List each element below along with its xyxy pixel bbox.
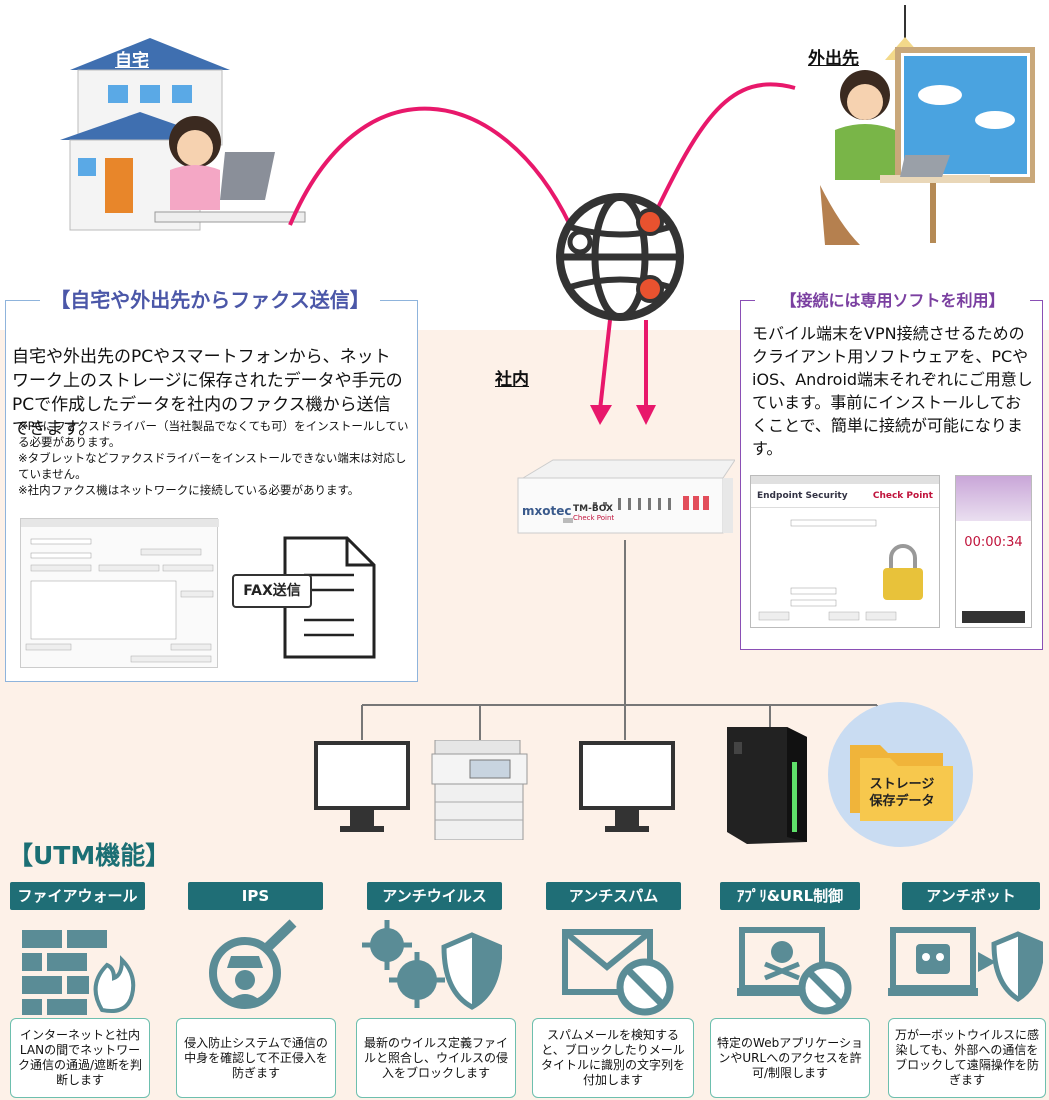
- connection-lines: [288, 82, 796, 425]
- device-sub: Check Point: [573, 514, 615, 522]
- feature-firewall-title: ファイアウォール: [10, 882, 145, 910]
- mobile-vpn-screenshot: 00:00:34: [955, 475, 1032, 628]
- utm-title: 【UTM機能】: [8, 841, 171, 870]
- endpoint-app-title: Endpoint Security: [757, 490, 848, 501]
- fax-dialog-screenshot: [20, 518, 219, 668]
- feature-app-url-desc: 特定のWebアプリケーションやURLへのアクセスを許可/制限します: [710, 1018, 870, 1098]
- document-icon: [282, 535, 377, 660]
- monitor-icon: [312, 740, 412, 840]
- feature-antispam-title: アンチスパム: [546, 882, 681, 910]
- endpoint-security-screenshot: Endpoint Security Check Point: [750, 475, 940, 628]
- fax-note-3: ※社内ファクス機はネットワークに接続している必要があります。: [18, 483, 360, 497]
- fax-note-1: ※PCにファクスドライバー（当社製品でなくても可）をインストールしている必要があ…: [18, 419, 409, 449]
- fax-note-2: ※タブレットなどファクスドライバーをインストールできない端末は対応していません。: [18, 451, 407, 481]
- feature-firewall-desc: インターネットと社内LANの間でネットワーク通信の通過/遮断を判断します: [10, 1018, 150, 1098]
- firewall-icon: [22, 925, 137, 1015]
- fax-panel-text: 自宅や外出先のPCやスマートフォンから、ネットワーク上のストレージに保存されたデ…: [12, 347, 403, 439]
- server-icon: [722, 722, 812, 847]
- feature-ips-desc: 侵入防止システムで通信の中身を確認して不正侵入を防ぎます: [176, 1018, 336, 1098]
- feature-antibot-title: アンチボット: [902, 882, 1040, 910]
- fax-notes: ※PCにファクスドライバー（当社製品でなくても可）をインストールしている必要があ…: [18, 418, 413, 498]
- home-label: 自宅: [115, 51, 149, 71]
- checkpoint-brand: Check Point: [872, 490, 933, 501]
- fax-panel-title: 【自宅や外出先からファクス送信】: [40, 286, 380, 314]
- vpn-panel-text: モバイル端末をVPN接続させるためのクライアント用ソフトウェアを、PCやiOS、…: [752, 324, 1033, 458]
- device-brand: mxotec: [522, 504, 572, 518]
- folder-icon: [845, 730, 957, 825]
- internet-globe-icon: [550, 187, 690, 327]
- ips-icon: [205, 918, 300, 1018]
- storage-label: ストレージ 保存データ: [869, 777, 935, 809]
- vpn-timer: 00:00:34: [964, 535, 1023, 550]
- app-url-control-icon: [737, 922, 852, 1017]
- antispam-icon: [560, 922, 675, 1017]
- home-illustration: [60, 30, 310, 240]
- monitor-icon: [577, 740, 677, 840]
- device-model: TM-BOX: [573, 504, 613, 514]
- feature-antibot-desc: 万が一ボットウイルスに感染しても、外部への通信をブロックして遠隔操作を防ぎます: [888, 1018, 1046, 1098]
- fax-send-label: FAX送信: [232, 574, 312, 608]
- office-label: 社内: [495, 370, 529, 390]
- vpn-panel-title: 【接続には専用ソフトを利用】: [755, 286, 1030, 316]
- feature-app-url-title: ｱﾌﾟﾘ&URL制御: [720, 882, 860, 910]
- multifunction-printer-icon: [430, 739, 530, 841]
- antibot-icon: [888, 922, 1043, 1017]
- feature-ips-title: IPS: [188, 882, 323, 910]
- outside-illustration: [820, 5, 1036, 255]
- feature-antivirus-desc: 最新のウイルス定義ファイルと照合し、ウイルスの侵入をブロックします: [356, 1018, 516, 1098]
- utm-device: [513, 458, 736, 540]
- outside-label: 外出先: [808, 49, 859, 69]
- antivirus-icon: [362, 920, 502, 1015]
- feature-antivirus-title: アンチウイルス: [367, 882, 502, 910]
- feature-antispam-desc: スパムメールを検知すると、ブロックしたりメールタイトルに識別の文字列を付加します: [532, 1018, 694, 1098]
